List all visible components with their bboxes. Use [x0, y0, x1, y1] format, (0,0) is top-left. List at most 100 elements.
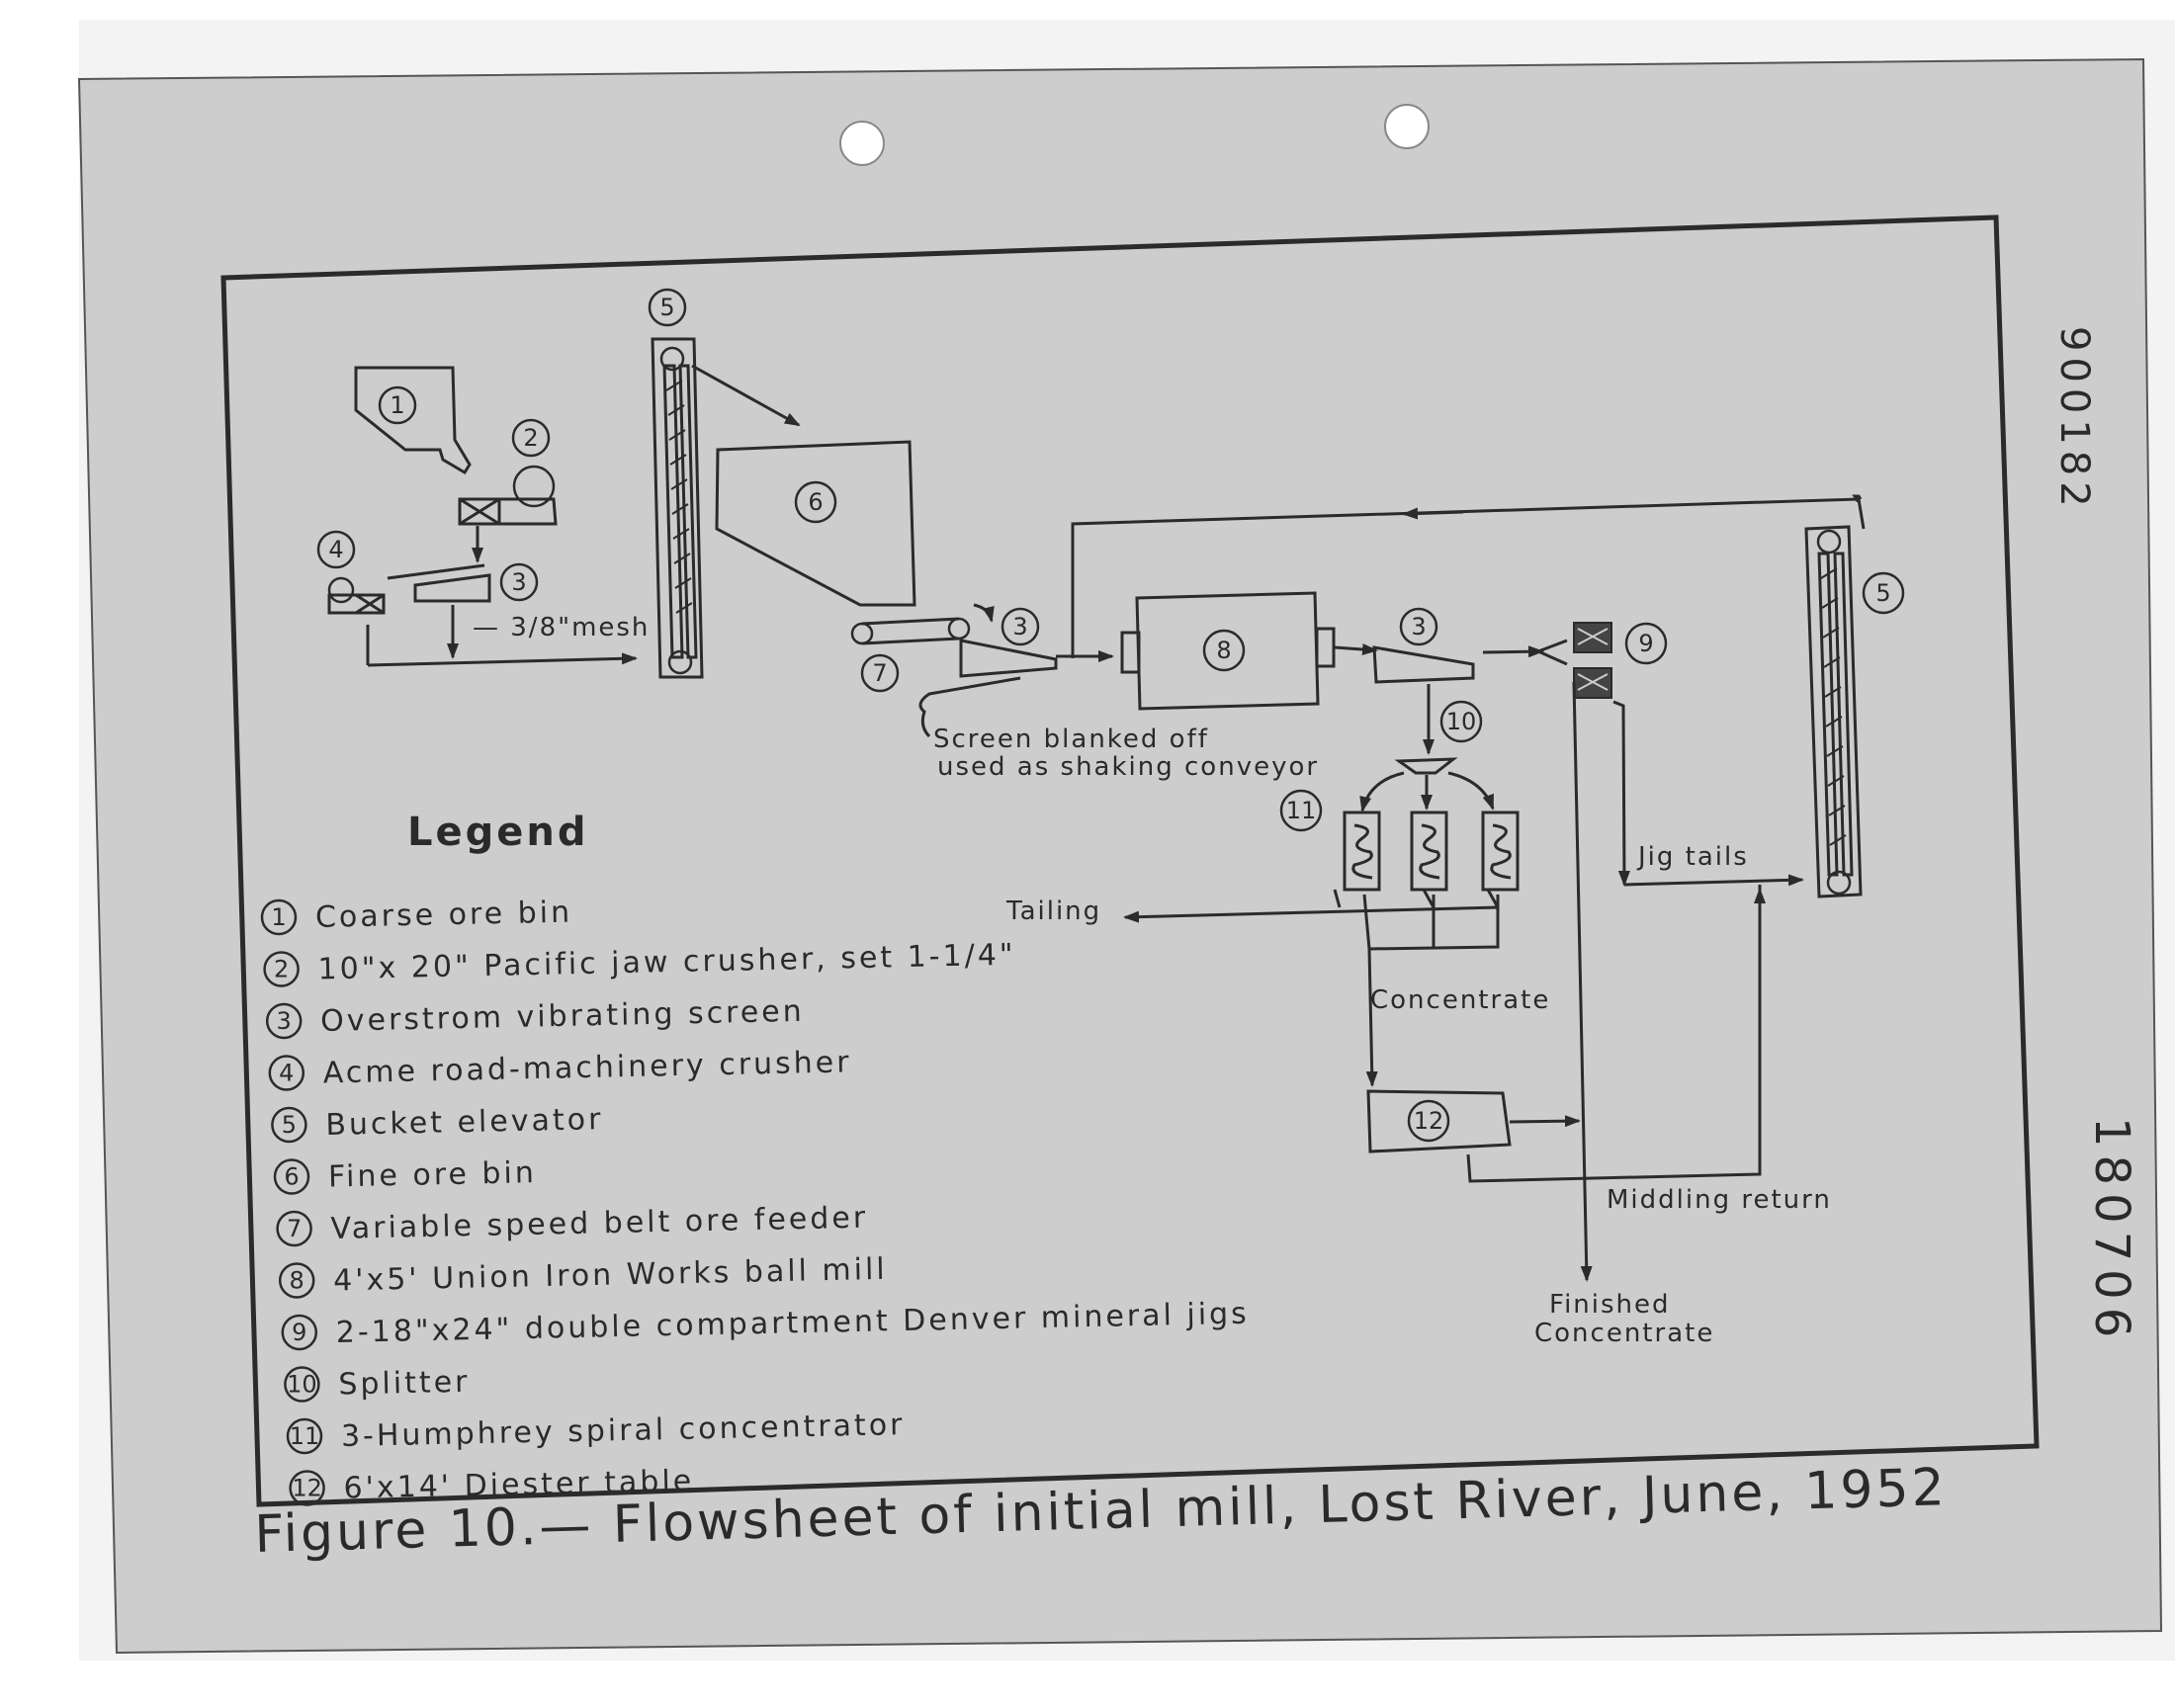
concentrate-collector	[1362, 894, 1500, 951]
node-3-number-a: 3	[511, 568, 526, 596]
splitter-to-spiral-right	[1447, 771, 1495, 811]
node-3-number-c: 3	[1411, 613, 1426, 640]
legend-item-number: 2	[274, 956, 289, 983]
legend-item-number: 3	[277, 1007, 292, 1035]
node-9-marker	[1624, 622, 1668, 665]
legend-item-text: Bucket elevator	[325, 1102, 604, 1143]
node-5-number-a: 5	[659, 294, 674, 321]
screen-note-line-1: Screen blanked off	[933, 725, 1209, 754]
node-8-marker	[1202, 629, 1246, 672]
feeder-to-screen-arrow	[973, 603, 995, 623]
punch-hole-left	[839, 121, 885, 166]
legend-item-marker	[286, 1417, 323, 1455]
mesh-label: — 3/8"mesh	[473, 613, 650, 642]
node-1-number: 1	[390, 391, 404, 419]
legend-item-number: 7	[287, 1215, 302, 1242]
legend-item: 6 Fine ore bin	[273, 1155, 538, 1195]
legend-item-number: 12	[292, 1475, 322, 1502]
legend-item-marker	[278, 1262, 315, 1299]
node-4-number: 4	[328, 536, 343, 563]
node-4-marker	[316, 530, 356, 569]
node-3-marker-a	[499, 562, 539, 602]
legend-item-marker	[271, 1106, 307, 1144]
screen-middle	[959, 639, 1058, 678]
node-12-number: 12	[1414, 1107, 1444, 1135]
jig-tails-label: Jig tails	[1636, 842, 1749, 872]
recycle-arrow	[1402, 507, 1464, 520]
node-1-marker	[378, 385, 417, 425]
node-7-marker	[860, 653, 900, 693]
node-5-marker-a	[648, 288, 687, 327]
legend-title: Legend	[407, 810, 589, 855]
coarse-ore-bin	[354, 366, 472, 475]
belt-feeder	[850, 617, 971, 645]
recycle-return-line	[1071, 497, 1866, 658]
legend-item-marker	[260, 898, 298, 936]
tailing-arrow	[1123, 905, 1499, 923]
spiral-concentrators	[1343, 811, 1520, 892]
middling-return-label: Middling return	[1607, 1185, 1832, 1215]
jig-tails-line	[1612, 700, 1630, 887]
screen-left-deck	[387, 563, 485, 580]
tailing-label: Tailing	[1005, 897, 1101, 926]
spiral-drops	[1333, 889, 1500, 908]
legend-item-marker	[284, 1366, 320, 1403]
jig-concentrate-line	[1572, 681, 1593, 1282]
middling-return-line	[1466, 885, 1762, 1183]
legend-item: 5 Bucket elevator	[271, 1102, 604, 1144]
legend-item-number: 6	[284, 1163, 299, 1191]
legend-item-marker	[281, 1314, 318, 1351]
diester-table	[1366, 1089, 1512, 1153]
legend-item-text: 6'x14' Diester table	[343, 1464, 694, 1505]
road-crusher-wheel	[327, 576, 355, 604]
node-6-number: 6	[808, 488, 823, 516]
legend-item-number: 4	[279, 1060, 294, 1087]
legend-item-marker	[273, 1158, 310, 1195]
splitter	[1394, 757, 1458, 775]
splitter-to-spiral-left	[1359, 771, 1405, 812]
jig-feed-split	[1537, 639, 1568, 666]
jaw-crusher-flywheel	[512, 465, 556, 508]
ball-mill	[1135, 591, 1320, 711]
bucket-elevator-left	[651, 337, 704, 679]
jig-tails-arrow	[1623, 874, 1804, 887]
legend-item-number: 1	[271, 903, 286, 931]
node-10-marker	[1439, 700, 1483, 743]
legend-item-number: 5	[282, 1111, 297, 1139]
node-6-marker	[794, 480, 837, 524]
node-8-number: 8	[1216, 637, 1231, 664]
screen-left	[413, 573, 491, 603]
node-3-marker-b	[1000, 607, 1040, 646]
mill-to-screen-arrow	[1334, 643, 1378, 655]
legend-item: 12 6'x14' Diester table	[289, 1464, 695, 1506]
fine-ore-bin	[715, 440, 916, 607]
node-2-marker	[511, 418, 551, 458]
node-10-number: 10	[1446, 708, 1477, 735]
node-3-number-b: 3	[1012, 613, 1027, 640]
table-to-finished-arrow	[1509, 1115, 1581, 1128]
screen-note-line-2: used as shaking conveyor	[937, 752, 1319, 782]
concentrate-label: Concentrate	[1370, 985, 1550, 1015]
legend-item-text: Splitter	[338, 1365, 471, 1403]
node-12-marker	[1407, 1099, 1450, 1143]
screen-note-leader	[918, 676, 1021, 738]
punch-hole-right	[1384, 104, 1430, 149]
legend-item-number: 9	[292, 1319, 306, 1346]
screen-to-jigs-arrow	[1482, 645, 1544, 658]
node-3-marker-c	[1399, 607, 1438, 646]
legend-item-text: Fine ore bin	[328, 1155, 538, 1194]
legend-item-number: 8	[290, 1267, 304, 1295]
drawing-border	[220, 214, 2040, 1507]
legend-item-text: Coarse ore bin	[315, 896, 573, 935]
finished-label-line-2: Concentrate	[1534, 1319, 1714, 1348]
road-crusher	[327, 593, 386, 615]
concentrate-to-table-arrow	[1365, 948, 1378, 1087]
bucket-elevator-right	[1804, 525, 1863, 898]
legend-item-marker	[276, 1210, 312, 1247]
legend-item-marker	[268, 1055, 305, 1091]
node-5-number-b: 5	[1875, 579, 1890, 607]
node-2-number: 2	[523, 424, 538, 452]
legend-item-number: 11	[290, 1422, 320, 1450]
